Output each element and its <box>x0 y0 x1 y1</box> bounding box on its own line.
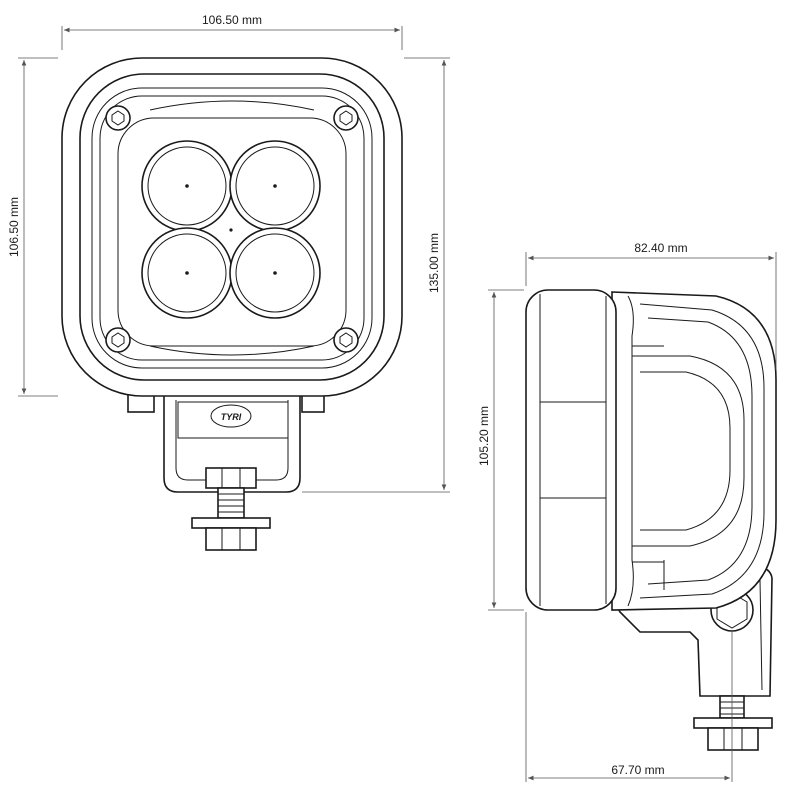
dim-front-height: 106.50 mm <box>7 57 58 397</box>
screw-bottom-left <box>105 327 131 353</box>
dim-front-total-height-label: 135.00 mm <box>427 233 441 293</box>
screw-top-left <box>105 105 131 131</box>
dim-side-mount-depth-label: 67.70 mm <box>611 763 664 777</box>
logo-badge: TYRI <box>210 404 252 428</box>
front-housing <box>61 57 403 397</box>
front-view: TYRI <box>61 57 403 551</box>
dimension-lines: 106.50 mm 106.50 mm 135.00 mm 82.40 mm <box>7 13 777 782</box>
side-rear-housing <box>611 291 777 611</box>
logo-text: TYRI <box>221 412 242 422</box>
led-bottom-right <box>229 227 321 319</box>
dim-side-height: 105.20 mm <box>477 289 524 611</box>
led-bottom-left <box>141 227 233 319</box>
led-top-right <box>229 140 321 232</box>
dim-front-width: 106.50 mm <box>61 13 403 50</box>
front-bolt <box>191 467 271 551</box>
dim-front-width-label: 106.50 mm <box>202 13 262 27</box>
led-reflectors <box>141 140 321 319</box>
dim-side-mount-depth: 67.70 mm <box>525 612 733 782</box>
side-front-bezel <box>525 289 617 611</box>
screw-bottom-right <box>333 327 359 353</box>
led-top-left <box>141 140 233 232</box>
front-lens <box>117 117 347 347</box>
dim-front-total-height: 135.00 mm <box>302 57 450 493</box>
side-bolt <box>693 695 773 751</box>
dim-side-depth-label: 82.40 mm <box>634 241 687 255</box>
dim-front-height-label: 106.50 mm <box>7 197 21 257</box>
dim-side-depth: 82.40 mm <box>525 241 777 370</box>
side-view <box>525 289 777 751</box>
dim-side-height-label: 105.20 mm <box>477 406 491 466</box>
front-screws <box>105 105 359 353</box>
screw-top-right <box>333 105 359 131</box>
